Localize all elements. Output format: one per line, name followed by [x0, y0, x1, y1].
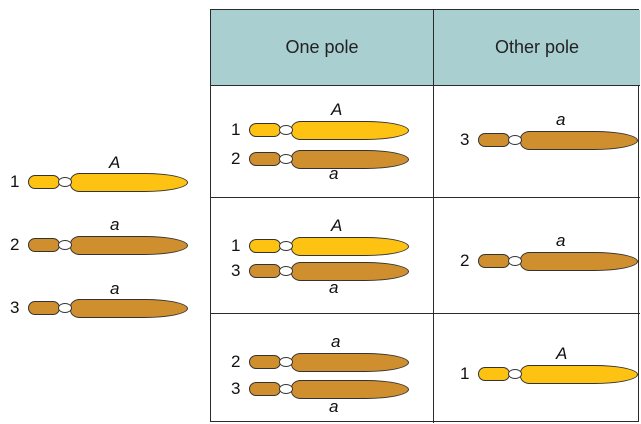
- short-arm: [249, 123, 281, 137]
- short-arm: [249, 152, 281, 166]
- allele-label: A: [331, 100, 343, 119]
- allele-label: A: [556, 344, 568, 363]
- centromere: [279, 266, 293, 276]
- allele-label: A: [331, 216, 343, 235]
- chromosome-number: 1: [10, 172, 20, 191]
- left-allele-1: A: [109, 153, 121, 172]
- left-allele-2: a: [110, 215, 120, 234]
- chromosome: 2: [231, 149, 409, 169]
- chromosome-number: 3: [231, 379, 241, 398]
- chromosome: 1: [231, 120, 409, 140]
- segregation-table: One pole Other pole A 1 2 a a: [210, 9, 640, 423]
- chromosome: 2: [460, 251, 638, 271]
- long-arm: [291, 149, 409, 169]
- chromosome-number: 3: [460, 130, 470, 149]
- short-arm: [28, 238, 60, 252]
- centromere: [508, 369, 522, 379]
- short-arm: [478, 367, 510, 381]
- left-chromosome-2: 2: [10, 235, 188, 255]
- chromosome: 3: [231, 379, 409, 399]
- long-arm: [291, 261, 409, 281]
- short-arm: [28, 301, 60, 315]
- allele-label: a: [556, 110, 566, 129]
- short-arm: [249, 355, 281, 369]
- short-arm: [249, 264, 281, 278]
- left-allele-3: a: [110, 279, 120, 298]
- chromosome: 3: [231, 261, 409, 281]
- chromosome-number: 1: [460, 364, 470, 383]
- short-arm: [249, 239, 281, 253]
- chromosome-number: 2: [231, 149, 241, 168]
- chromosome: 1: [460, 364, 638, 384]
- row1-other-pole-cell: a 3: [434, 86, 640, 198]
- long-arm: [70, 172, 188, 192]
- long-arm: [291, 352, 409, 372]
- row3-one-pole-cell: a 2 3 a: [211, 314, 434, 423]
- long-arm: [520, 364, 638, 384]
- header-one-pole: One pole: [211, 10, 434, 86]
- allele-label: a: [331, 332, 341, 351]
- left-chromosome-1: 1: [10, 172, 188, 192]
- chromosome-number: 3: [231, 261, 241, 280]
- long-arm: [520, 130, 638, 150]
- centromere: [279, 357, 293, 367]
- chromosome: 1: [231, 236, 409, 256]
- chromosome: 3: [460, 130, 638, 150]
- centromere: [58, 303, 72, 313]
- short-arm: [478, 254, 510, 268]
- centromere: [58, 240, 72, 250]
- allele-label: a: [556, 231, 566, 250]
- row2-other-pole-cell: a 2: [434, 198, 640, 314]
- chromosome-number: 2: [231, 352, 241, 371]
- chromosome-number: 1: [231, 120, 241, 139]
- row3-other-pole-cell: A 1: [434, 314, 640, 423]
- centromere: [508, 256, 522, 266]
- long-arm: [291, 120, 409, 140]
- short-arm: [28, 175, 60, 189]
- centromere: [279, 241, 293, 251]
- left-chromosome-3: 3: [10, 298, 188, 318]
- row2-one-pole-cell: A 1 3 a: [211, 198, 434, 314]
- header-other-pole: Other pole: [434, 10, 640, 86]
- centromere: [279, 125, 293, 135]
- centromere: [58, 177, 72, 187]
- long-arm: [291, 236, 409, 256]
- long-arm: [70, 298, 188, 318]
- allele-label: a: [329, 278, 339, 297]
- short-arm: [478, 133, 510, 147]
- centromere: [279, 384, 293, 394]
- centromere: [508, 135, 522, 145]
- header-other-pole-label: Other pole: [494, 37, 580, 57]
- chromosome: 2: [231, 352, 409, 372]
- allele-label: a: [329, 397, 339, 416]
- short-arm: [249, 382, 281, 396]
- chromosome-number: 1: [231, 236, 241, 255]
- chromosome-number: 2: [460, 251, 470, 270]
- long-arm: [70, 235, 188, 255]
- row1-one-pole-cell: A 1 2 a: [211, 86, 434, 198]
- header-one-pole-label: One pole: [285, 37, 359, 57]
- chromosome-number: 3: [10, 298, 20, 317]
- long-arm: [291, 379, 409, 399]
- chromosome-number: 2: [10, 235, 20, 254]
- allele-label: a: [329, 164, 339, 183]
- centromere: [279, 154, 293, 164]
- long-arm: [520, 251, 638, 271]
